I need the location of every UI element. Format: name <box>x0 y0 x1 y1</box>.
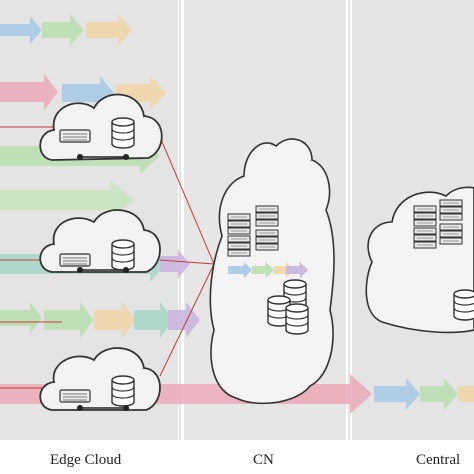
server-icon <box>439 223 463 245</box>
cn-cloud <box>209 138 335 405</box>
server-icon <box>413 227 437 249</box>
database-icon <box>111 117 135 149</box>
server-icon <box>227 235 251 257</box>
central-cloud <box>365 186 474 334</box>
label-central: Central <box>416 452 461 468</box>
label-edge-cloud: Edge Cloud <box>50 452 122 468</box>
edge-cloud-3 <box>39 347 161 411</box>
server-icon <box>439 199 463 221</box>
edge-cloud-2 <box>39 209 161 273</box>
database-icon <box>111 375 135 407</box>
red-links <box>0 126 215 389</box>
server-icon <box>59 389 91 403</box>
database-icon <box>453 289 474 321</box>
database-icon <box>285 303 309 335</box>
database-icon <box>111 239 135 271</box>
label-cn: CN <box>253 452 274 468</box>
server-icon <box>255 205 279 227</box>
server-icon <box>59 129 91 143</box>
server-icon <box>227 213 251 235</box>
server-icon <box>255 229 279 251</box>
edge-cloud-1 <box>39 93 163 161</box>
server-icon <box>59 253 91 267</box>
server-icon <box>413 205 437 227</box>
